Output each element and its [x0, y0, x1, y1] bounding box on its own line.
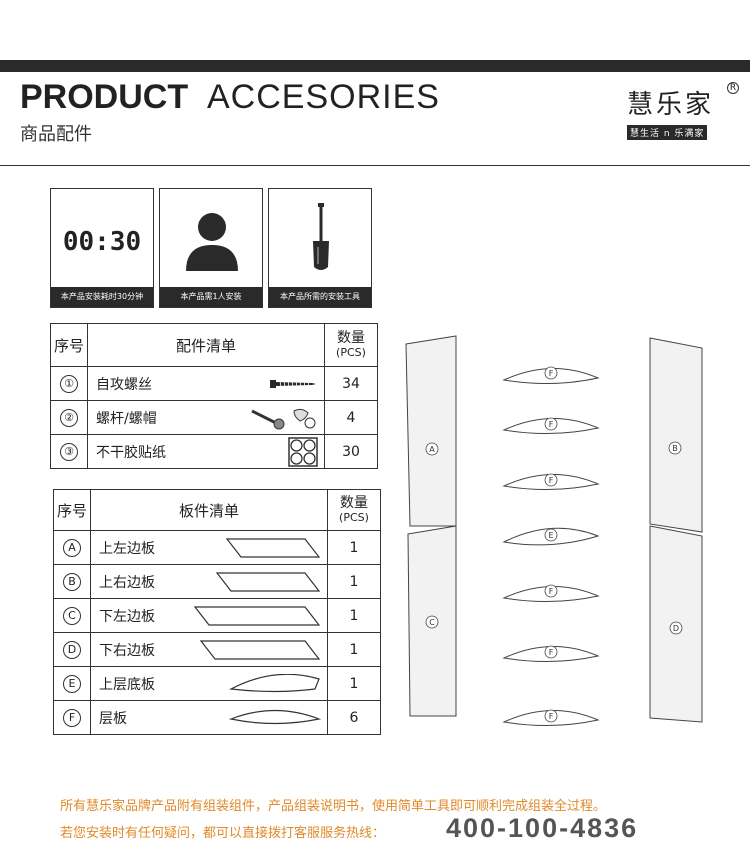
- row-num: D: [53, 632, 91, 667]
- panel-a: A: [405, 335, 457, 527]
- svg-text:F: F: [549, 587, 554, 596]
- shelf-f: F: [502, 645, 600, 663]
- col-qty-header: 数量 (PCS): [324, 323, 378, 367]
- top-bar: [0, 60, 750, 72]
- table-row: A 上左边板 1: [53, 530, 381, 565]
- table-row: ③ 不干胶贴纸 30: [50, 434, 378, 469]
- screwdriver-icon: [313, 203, 329, 270]
- logo-slogan: 慧生活 n 乐满家: [627, 125, 708, 140]
- row-name: 层板: [90, 700, 328, 735]
- row-qty: 34: [324, 366, 378, 401]
- svg-text:E: E: [548, 531, 553, 540]
- row-num: ②: [50, 400, 88, 435]
- row-qty: 1: [327, 666, 381, 701]
- row-qty: 1: [327, 598, 381, 633]
- col-name-header: 配件清单: [87, 323, 325, 367]
- registered-icon: R: [727, 82, 739, 94]
- table-row: ① 自攻螺丝 34: [50, 366, 378, 401]
- panel-d: D: [649, 525, 703, 723]
- table-header: 序号 板件清单 数量 (PCS): [53, 489, 381, 531]
- svg-text:D: D: [673, 624, 679, 633]
- panel-shape-icon: [225, 537, 321, 558]
- row-num: C: [53, 598, 91, 633]
- table-row: C 下左边板 1: [53, 598, 381, 633]
- row-qty: 30: [324, 434, 378, 469]
- panel-shape-icon: [193, 605, 321, 626]
- row-name: 自攻螺丝: [87, 366, 325, 401]
- install-people-card: 本产品需1人安装: [159, 188, 263, 308]
- page-subtitle: 商品配件: [20, 124, 92, 145]
- col-qty-header: 数量 (PCS): [327, 489, 381, 531]
- table-header: 序号 配件清单 数量 (PCS): [50, 323, 378, 367]
- install-tool-card: 本产品所需的安装工具: [268, 188, 372, 308]
- panel-shape-icon: [215, 571, 321, 592]
- svg-text:A: A: [429, 445, 435, 454]
- shelf-shape-icon: [229, 709, 321, 724]
- install-time-caption: 本产品安装耗时30分钟: [51, 287, 153, 307]
- row-num: A: [53, 530, 91, 565]
- svg-text:F: F: [549, 420, 554, 429]
- row-name: 上左边板: [90, 530, 328, 565]
- row-num: F: [53, 700, 91, 735]
- row-qty: 1: [327, 530, 381, 565]
- shelf-f: F: [502, 417, 600, 435]
- accessories-table: 序号 配件清单 数量 (PCS) ① 自攻螺丝 34 ② 螺杆/螺帽: [50, 323, 378, 469]
- table-row: F 层板 6: [53, 700, 381, 735]
- footer-hotline-label: 若您安装时有任何疑问，都可以直接拨打客服服务热线：: [60, 826, 386, 841]
- shelf-f: F: [502, 709, 600, 727]
- panel-b: B: [649, 337, 703, 533]
- install-tool-caption: 本产品所需的安装工具: [269, 287, 371, 307]
- panel-c: C: [407, 525, 457, 717]
- row-name: 下右边板: [90, 632, 328, 667]
- row-num: ①: [50, 366, 88, 401]
- row-qty: 4: [324, 400, 378, 435]
- col-num-header: 序号: [53, 489, 91, 531]
- install-people-caption: 本产品需1人安装: [160, 287, 262, 307]
- svg-text:C: C: [429, 618, 435, 627]
- col-num-header: 序号: [50, 323, 88, 367]
- row-name: 螺杆/螺帽: [87, 400, 325, 435]
- row-num: E: [53, 666, 91, 701]
- row-name: 上右边板: [90, 564, 328, 599]
- brand-logo: 慧乐家 R 慧生活 n 乐满家: [627, 82, 739, 140]
- svg-text:F: F: [549, 712, 554, 721]
- svg-text:F: F: [549, 369, 554, 378]
- table-row: B 上右边板 1: [53, 564, 381, 599]
- panel-diagram: A C B D F F F E F: [405, 335, 703, 727]
- logo-main-text: 慧乐家: [627, 90, 715, 120]
- sticker-icon: [288, 436, 318, 467]
- clock-icon: 00:30: [62, 227, 142, 257]
- shelf-f: F: [502, 473, 600, 491]
- boards-table: 序号 板件清单 数量 (PCS) A 上左边板 1 B 上右边板 1 C 下左边…: [53, 489, 381, 735]
- row-qty: 6: [327, 700, 381, 735]
- page-title-light: ACCESORIES: [207, 78, 440, 116]
- row-name: 下左边板: [90, 598, 328, 633]
- row-num: ③: [50, 434, 88, 469]
- screw-icon: [270, 379, 316, 388]
- panel-shape-icon: [199, 639, 321, 660]
- table-row: E 上层底板 1: [53, 666, 381, 701]
- shelf-f: F: [502, 584, 600, 603]
- svg-text:F: F: [549, 648, 554, 657]
- header-divider: [0, 165, 750, 166]
- shelf-f: F: [502, 366, 600, 385]
- svg-text:B: B: [672, 444, 678, 453]
- col-name-header: 板件清单: [90, 489, 328, 531]
- table-row: ② 螺杆/螺帽 4: [50, 400, 378, 435]
- hotline-number: 400-100-4836: [446, 813, 639, 843]
- shelf-shape-icon: [229, 673, 320, 692]
- footer-note: 所有慧乐家品牌产品附有组装组件，产品组装说明书，使用简单工具即可顺利完成组装全过…: [60, 799, 607, 814]
- bolt-nut-icon: [251, 408, 316, 429]
- row-num: B: [53, 564, 91, 599]
- svg-text:F: F: [549, 476, 554, 485]
- person-icon: [186, 213, 238, 271]
- row-qty: 1: [327, 564, 381, 599]
- install-time-card: 00:30 本产品安装耗时30分钟: [50, 188, 154, 308]
- row-name: 不干胶贴纸: [87, 434, 325, 469]
- table-row: D 下右边板 1: [53, 632, 381, 667]
- page-title-bold: PRODUCT: [20, 78, 189, 116]
- row-name: 上层底板: [90, 666, 328, 701]
- row-qty: 1: [327, 632, 381, 667]
- shelf-e: E: [502, 527, 600, 546]
